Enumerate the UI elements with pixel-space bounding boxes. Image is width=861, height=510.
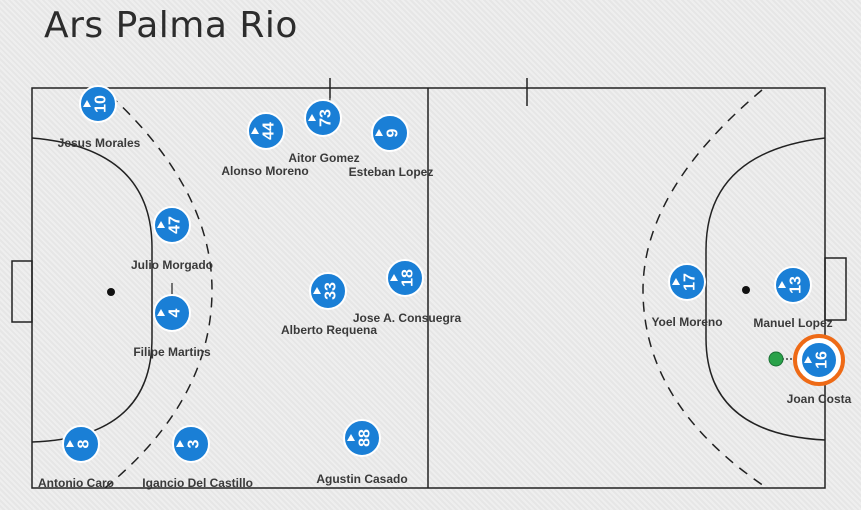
player-marker[interactable]	[172, 425, 210, 463]
left-goal	[11, 260, 33, 323]
player-marker[interactable]	[153, 294, 191, 332]
player-number: 17	[682, 273, 699, 291]
player-number: 73	[318, 109, 335, 127]
direction-arrow-icon	[83, 100, 91, 107]
direction-arrow-icon	[375, 129, 383, 136]
direction-arrow-icon	[66, 440, 74, 447]
player-name: Jose A. Consuegra	[353, 311, 462, 325]
player-marker[interactable]	[153, 206, 191, 244]
left-free-throw-line	[104, 94, 213, 489]
direction-arrow-icon	[157, 221, 165, 228]
player-name: Esteban Lopez	[349, 165, 434, 179]
player-number: 16	[814, 351, 831, 369]
player-number: 47	[167, 216, 184, 234]
left-goal-area	[31, 137, 153, 443]
player-name: Igancio Del Castillo	[142, 476, 253, 490]
direction-arrow-icon	[347, 434, 355, 441]
player-marker[interactable]	[309, 272, 347, 310]
direction-arrow-icon	[313, 287, 321, 294]
player-name: Antonio Caro	[38, 476, 114, 490]
player-number: 33	[323, 282, 340, 300]
player-number: 44	[261, 122, 278, 140]
right-free-throw-line	[642, 89, 768, 489]
team-title: Ars Palma Rio	[44, 5, 298, 46]
ball[interactable]	[768, 351, 784, 367]
player-number: 88	[357, 429, 374, 447]
left-seven-meter-mark	[107, 288, 115, 296]
player-name: Filipe Martins	[133, 345, 211, 359]
player-name: Yoel Moreno	[651, 315, 722, 329]
player-number: 8	[76, 439, 93, 448]
player-marker[interactable]	[668, 263, 706, 301]
direction-arrow-icon	[778, 281, 786, 288]
player-number: 4	[167, 308, 184, 317]
direction-arrow-icon	[251, 127, 259, 134]
player-marker[interactable]	[386, 259, 424, 297]
player-number: 9	[385, 128, 402, 137]
player-name: Alonso Moreno	[221, 164, 308, 178]
right-goal	[824, 257, 847, 321]
player-name: Joan Costa	[787, 392, 852, 406]
player-marker[interactable]	[371, 114, 409, 152]
player-name: Aitor Gomez	[288, 151, 359, 165]
player-name: Jesus Morales	[58, 136, 141, 150]
direction-arrow-icon	[672, 278, 680, 285]
court	[11, 78, 847, 489]
player-name: Manuel Lopez	[753, 316, 832, 330]
direction-arrow-icon	[308, 114, 316, 121]
player-name: Agustin Casado	[316, 472, 407, 486]
player-number: 3	[186, 439, 203, 448]
direction-arrow-icon	[176, 440, 184, 447]
player-number: 13	[788, 276, 805, 294]
player-marker[interactable]	[247, 112, 285, 150]
right-seven-meter-mark	[742, 286, 750, 294]
player-marker[interactable]	[800, 341, 838, 379]
direction-arrow-icon	[390, 274, 398, 281]
player-marker[interactable]	[79, 85, 117, 123]
right-goal-area	[705, 137, 826, 441]
player-number: 10	[93, 95, 110, 113]
direction-arrow-icon	[157, 309, 165, 316]
player-marker[interactable]	[343, 419, 381, 457]
player-marker[interactable]	[304, 99, 342, 137]
direction-arrow-icon	[804, 356, 812, 363]
player-marker[interactable]	[62, 425, 100, 463]
player-number: 18	[400, 269, 417, 287]
player-marker[interactable]	[774, 266, 812, 304]
player-name: Alberto Requena	[281, 323, 377, 337]
player-name: Julio Morgado	[131, 258, 213, 272]
